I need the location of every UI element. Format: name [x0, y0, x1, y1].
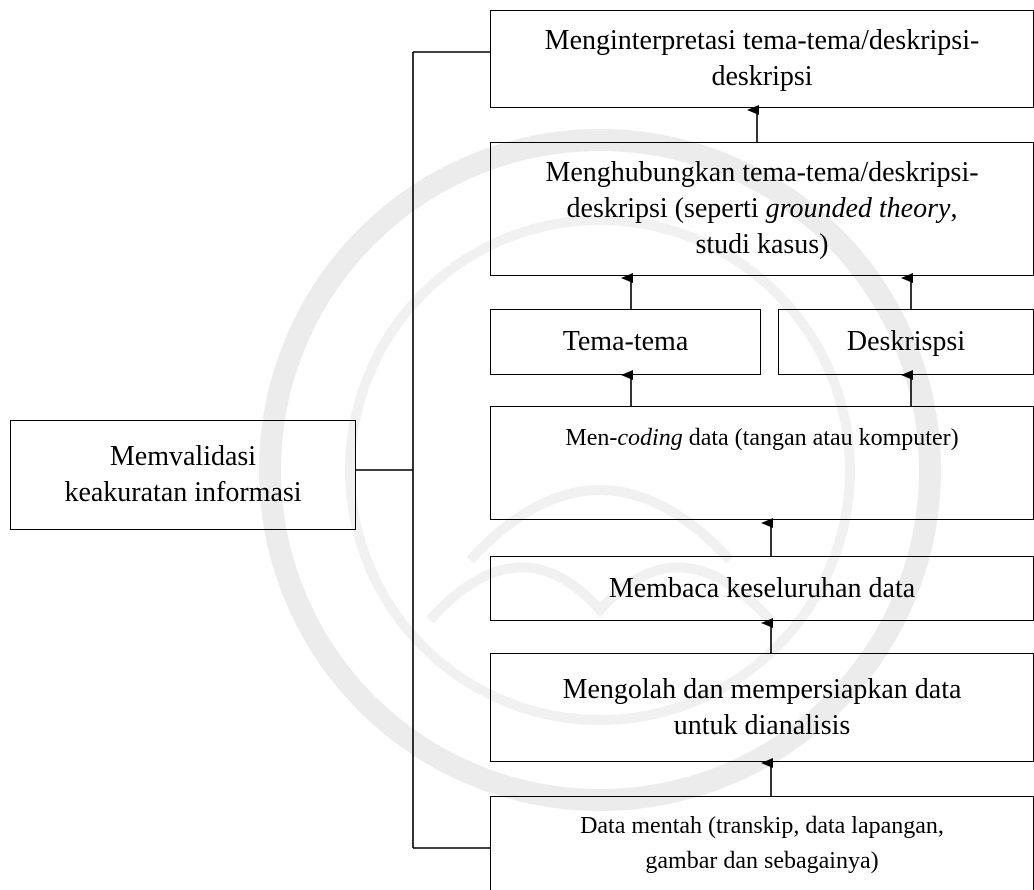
prepare-line1: Mengolah dan mempersiapkan data [562, 673, 962, 705]
descriptions-label: Deskrispsi [846, 326, 966, 358]
themes-label: Tema-tema [562, 326, 689, 358]
raw-line2: gambar dan sebagainya) [645, 847, 879, 874]
coding-suffix: data (tangan atau komputer) [682, 425, 959, 451]
validate-box: Memvalidasi keakuratan informasi [10, 420, 356, 530]
relate-line2-a: deskripsi (seperti [566, 193, 766, 225]
interpret-line2: deskripsi [711, 61, 813, 92]
interpret-line1: Menginterpretasi tema-tema/deskripsi- [544, 25, 980, 57]
raw-line1: Data mentah (transkip, data lapangan, [580, 813, 944, 839]
descriptions-box: Deskrispsi [778, 309, 1034, 375]
coding-prefix: Men- [565, 425, 618, 451]
raw-data-box: Data mentah (transkip, data lapangan, ga… [490, 796, 1034, 890]
coding-box: Men-coding data (tangan atau komputer) [490, 406, 1034, 520]
prepare-box: Mengolah dan mempersiapkan data untuk di… [490, 653, 1034, 762]
read-box: Membaca keseluruhan data [490, 556, 1034, 621]
relate-box: Menghubungkan tema-tema/deskripsi- deskr… [490, 142, 1034, 276]
coding-label: Men-coding data (tangan atau komputer) [565, 423, 958, 454]
validate-line1: Memvalidasi [109, 441, 257, 473]
relate-line2: deskripsi (seperti grounded theory, [545, 191, 978, 227]
read-label: Membaca keseluruhan data [608, 572, 916, 604]
relate-line1: Menghubungkan tema-tema/deskripsi- [545, 157, 979, 189]
relate-line2-b: , [950, 193, 958, 225]
interpret-box: Menginterpretasi tema-tema/deskripsi- de… [490, 10, 1034, 108]
prepare-line2: untuk dianalisis [673, 709, 851, 741]
validate-line2: keakuratan informasi [64, 477, 302, 508]
coding-italic: coding [617, 425, 683, 451]
themes-box: Tema-tema [490, 309, 761, 375]
relate-line3: studi kasus) [695, 228, 829, 260]
relate-line2-italic: grounded theory [765, 193, 951, 225]
